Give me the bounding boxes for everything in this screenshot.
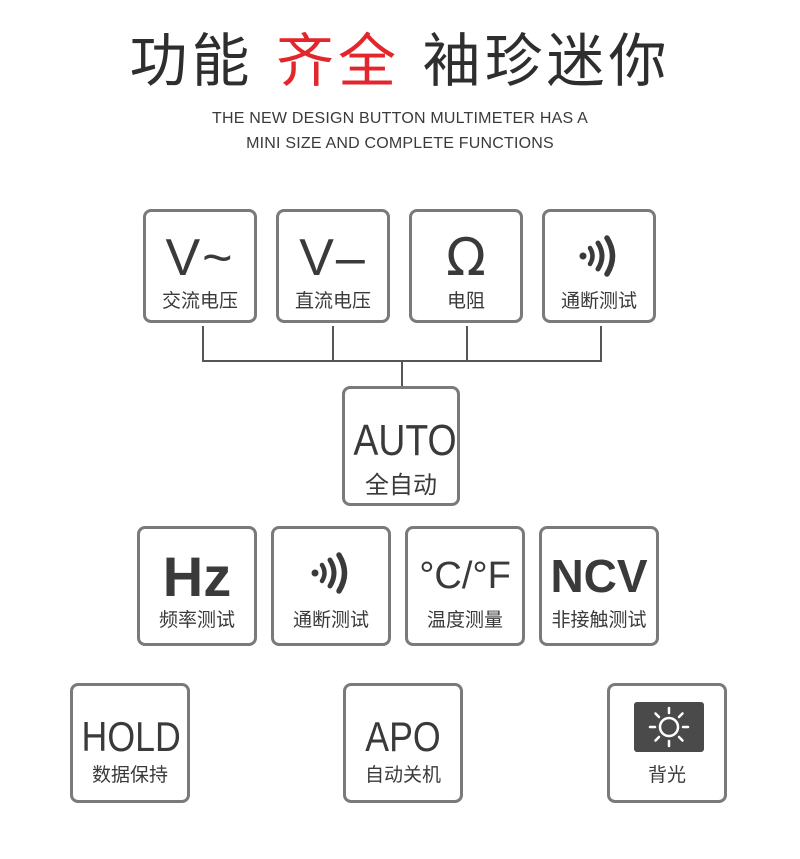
card-continuity: 通断测试 [542, 209, 656, 323]
auto-symbol: AUTO [353, 416, 457, 465]
apo-symbol: APO [365, 713, 441, 760]
hold-symbol: HOLD [81, 713, 181, 760]
title-part1: 功能 [129, 27, 254, 95]
dc-voltage-label: 直流电压 [294, 290, 371, 312]
auto-label: 全自动 [365, 471, 437, 499]
card-hold: HOLD 数据保持 [70, 683, 190, 803]
card-continuity-2: 通断测试 [271, 526, 391, 646]
card-ncv: NCV 非接触测试 [539, 526, 659, 646]
card-apo: APO 自动关机 [343, 683, 463, 803]
card-resistance: Ω 电阻 [409, 209, 523, 323]
ncv-symbol: NCV [550, 550, 648, 602]
ac-voltage-symbol: V~ [165, 229, 235, 287]
continuity-label: 通断测试 [560, 290, 637, 312]
backlight-label: 背光 [647, 764, 686, 786]
card-temperature: °C/°F 温度测量 [405, 526, 525, 646]
connector-to-auto [401, 360, 403, 387]
title-part2: 袖珍迷你 [422, 27, 671, 95]
temperature-label: 温度测量 [426, 609, 503, 631]
connector-vertical-2 [332, 326, 334, 362]
temperature-symbol: °C/°F [419, 555, 511, 597]
card-backlight: 背光 [607, 683, 727, 803]
ncv-label: 非接触测试 [551, 609, 647, 631]
subtitle-line1: THE NEW DESIGN BUTTON MULTIMETER HAS A [212, 110, 588, 127]
continuity-2-label: 通断测试 [292, 609, 369, 631]
page-title: 功能 齐全 袖珍迷你 [0, 26, 800, 96]
apo-label: 自动关机 [364, 764, 441, 786]
frequency-label: 频率测试 [158, 609, 235, 631]
connector-vertical-4 [600, 326, 602, 362]
resistance-symbol: Ω [446, 228, 486, 288]
card-ac-voltage: V~ 交流电压 [143, 209, 257, 323]
card-frequency: Hz 频率测试 [137, 526, 257, 646]
sound-waves-icon [311, 552, 348, 594]
title-highlight: 齐全 [275, 27, 400, 95]
card-dc-voltage: V– 直流电压 [276, 209, 390, 323]
sun-icon [634, 702, 704, 752]
connector-vertical-3 [466, 326, 468, 362]
frequency-symbol: Hz [162, 545, 232, 608]
connector-vertical-1 [202, 326, 204, 362]
sound-waves-icon [579, 235, 616, 277]
card-auto: AUTO 全自动 [342, 386, 460, 506]
subtitle-line2: MINI SIZE AND COMPLETE FUNCTIONS [246, 135, 554, 152]
ac-voltage-label: 交流电压 [161, 290, 238, 312]
dc-voltage-symbol: V– [299, 229, 367, 287]
resistance-label: 电阻 [446, 290, 485, 312]
hold-label: 数据保持 [91, 764, 168, 786]
